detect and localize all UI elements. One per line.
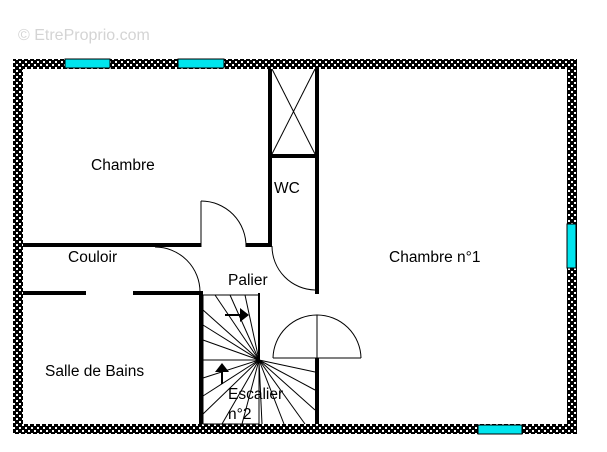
- watermark: © EtreProprio.com: [18, 27, 150, 44]
- window-bottom: [477, 424, 523, 435]
- wall-bath-right: [199, 291, 203, 424]
- windows: [64, 58, 577, 435]
- door-chambre1-swing: [316, 314, 362, 359]
- wall-bottom: [13, 424, 577, 434]
- door-chambre-swing: [200, 200, 247, 248]
- label-escalier-num: n°2: [228, 406, 251, 423]
- door-wc-swing: [271, 245, 316, 291]
- wall-left: [13, 59, 23, 434]
- duct-cross-icon: [271, 68, 316, 155]
- window-top-middle: [177, 58, 225, 69]
- wall-top: [13, 59, 577, 69]
- stair-arrow-right-icon: [225, 308, 249, 322]
- doors: [154, 200, 362, 359]
- label-wc: WC: [274, 180, 300, 197]
- label-salle-de-bains: Salle de Bains: [45, 363, 144, 380]
- wall-bath-top-a: [23, 291, 86, 295]
- label-chambre-1: Chambre n°1: [389, 249, 481, 266]
- staircase: [202, 294, 316, 425]
- wall-chambre1-stub: [315, 358, 319, 424]
- window-right: [566, 223, 577, 269]
- door-chambre1-swing-left: [272, 314, 318, 359]
- wall-chambre-bottom-left: [23, 243, 201, 247]
- wall-chambre-bottom-right: [246, 243, 271, 247]
- wall-wc-right: [315, 69, 319, 294]
- label-palier: Palier: [228, 272, 268, 289]
- label-chambre: Chambre: [91, 157, 155, 174]
- wall-duct-bottom: [268, 154, 319, 158]
- window-top-left: [64, 58, 111, 69]
- label-couloir: Couloir: [68, 249, 117, 266]
- door-couloir-swing: [154, 246, 201, 293]
- wall-bath-top-b: [133, 291, 201, 295]
- stair-arrow-up-icon: [215, 363, 229, 384]
- label-escalier: Escalier: [228, 386, 283, 403]
